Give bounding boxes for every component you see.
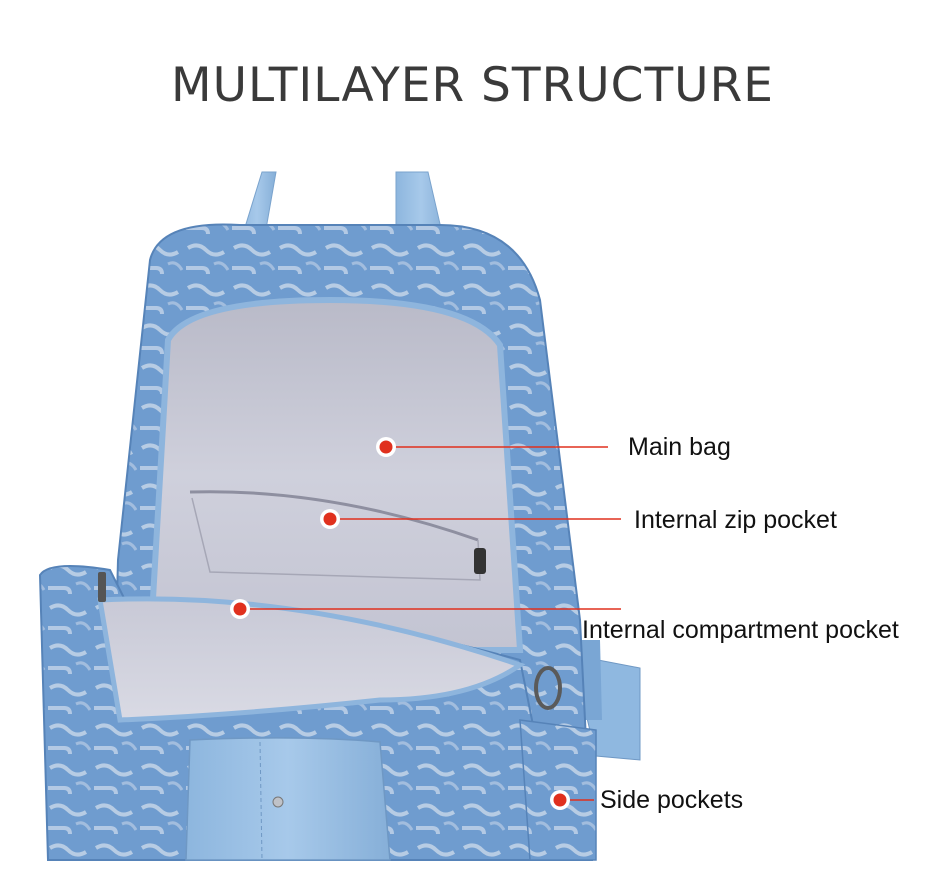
callout-side-pockets: Side pockets [600, 786, 744, 814]
callout-internal-zip-pocket: Internal zip pocket [634, 506, 837, 534]
marker-side-pockets [550, 790, 570, 810]
callout-main-bag: Main bag [628, 433, 731, 461]
marker-main-bag [376, 437, 396, 457]
callout-internal-compartment-pocket: Internal compartment pocket [582, 616, 899, 644]
marker-internal-zip-pocket [320, 509, 340, 529]
page-title: MULTILAYER STRUCTURE [171, 58, 774, 113]
marker-internal-compartment-pocket [230, 599, 250, 619]
